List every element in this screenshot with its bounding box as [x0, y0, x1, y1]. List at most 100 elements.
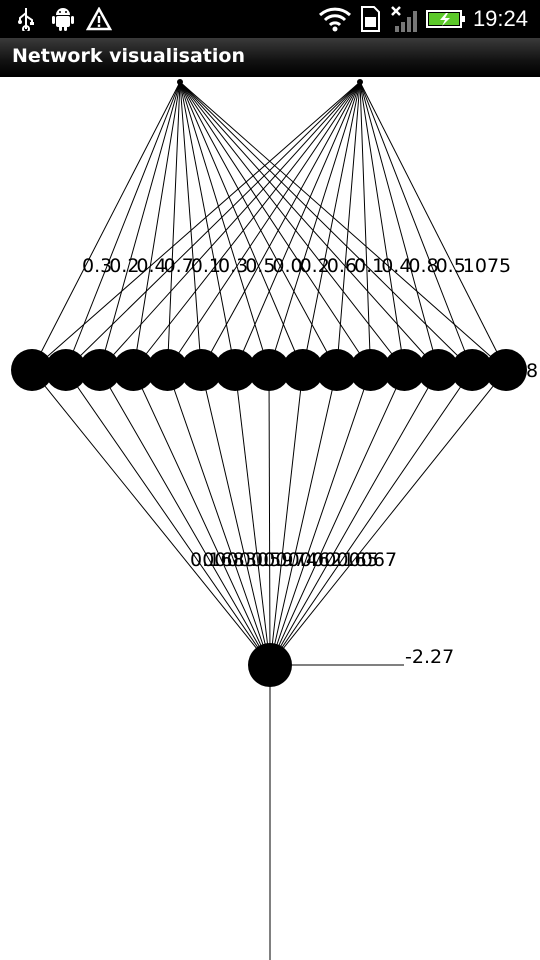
input-hidden-weight-label: 0.4	[381, 255, 411, 277]
android-debug-icon	[50, 6, 76, 32]
hidden-output-weight-label: 0.7	[275, 549, 305, 571]
hidden-output-weight-label: 0.2	[312, 549, 342, 571]
edge-input-1-hidden-11	[179, 81, 371, 371]
edge-hidden-4-output	[133, 369, 271, 666]
input-hidden-weight-label: 0.5	[245, 255, 275, 277]
hidden-node	[417, 349, 460, 391]
hidden-node	[146, 349, 189, 391]
warning-icon	[86, 6, 112, 32]
input-hidden-weight-label: 0.7	[164, 255, 194, 277]
title-bar: Network visualisation	[0, 38, 540, 77]
edge-input-1-hidden-4	[133, 81, 181, 371]
hidden-output-weight-label: 0.1	[190, 549, 220, 571]
hidden-bias-label: 8	[526, 360, 538, 382]
hidden-output-weight-label: 0.6	[202, 549, 232, 571]
edge-input-1-hidden-9	[179, 81, 304, 371]
edge-hidden-13-output	[269, 369, 439, 666]
weight-labels: 0.30.20.40.70.10.30.50.00.20.60.10.40.80…	[82, 255, 538, 668]
edge-input-2-hidden-14	[359, 81, 473, 371]
hidden-node	[248, 349, 290, 391]
hidden-output-weight-label: 0.9	[263, 549, 293, 571]
wifi-icon	[318, 6, 352, 32]
input-hidden-weight-label: 0.2	[300, 255, 330, 277]
input-hidden-edges	[31, 81, 507, 371]
edge-input-1-hidden-1	[31, 81, 181, 371]
hidden-output-weight-label: 0.5	[349, 549, 379, 571]
edge-input-2-hidden-2	[65, 81, 361, 371]
hidden-output-weight-label: 0.6	[300, 549, 330, 571]
input-hidden-weight-label: 0.8	[408, 255, 438, 277]
hidden-node	[112, 349, 155, 391]
edge-hidden-9-output	[269, 369, 304, 666]
app-title: Network visualisation	[12, 45, 245, 67]
network-nodes	[11, 79, 527, 687]
input-hidden-weight-label: 0.1	[354, 255, 384, 277]
edge-input-1-hidden-12	[179, 81, 405, 371]
hidden-node	[281, 349, 324, 391]
input-hidden-weight-label: 0.5	[436, 255, 466, 277]
hidden-output-weight-label: 0.3	[227, 549, 257, 571]
edge-input-2-hidden-15	[359, 81, 507, 371]
edge-input-2-hidden-7	[234, 81, 361, 371]
edge-hidden-14-output	[269, 369, 473, 666]
hidden-node	[214, 349, 257, 391]
edge-input-1-hidden-14	[179, 81, 473, 371]
edge-input-2-hidden-13	[359, 81, 439, 371]
hidden-node	[451, 349, 494, 391]
edge-input-2-hidden-6	[200, 81, 361, 371]
edge-hidden-11-output	[269, 369, 372, 666]
edge-input-2-hidden-10	[336, 81, 361, 371]
edge-input-2-hidden-4	[133, 81, 361, 371]
edge-input-2-hidden-12	[359, 81, 405, 371]
edge-input-2-hidden-3	[99, 81, 361, 371]
edge-hidden-1-output	[31, 369, 271, 666]
hidden-output-weight-label: 067	[361, 549, 397, 571]
hidden-output-weight-label: 0.1	[324, 549, 354, 571]
edge-input-1-hidden-6	[179, 81, 202, 371]
edge-hidden-2-output	[65, 369, 271, 666]
hidden-node	[180, 349, 223, 391]
hidden-node	[315, 349, 358, 391]
edge-input-1-hidden-7	[179, 81, 236, 371]
edge-hidden-12-output	[269, 369, 405, 666]
hidden-output-weight-label: 0.4	[288, 549, 318, 571]
input-hidden-weight-label: 1075	[463, 255, 511, 277]
usb-icon	[14, 6, 38, 32]
edge-hidden-7-output	[234, 369, 271, 666]
edge-input-1-hidden-10	[179, 81, 338, 371]
status-bar: 19:24	[0, 0, 540, 38]
edge-input-2-hidden-9	[302, 81, 361, 371]
input-hidden-weight-label: 0.3	[82, 255, 112, 277]
edge-hidden-10-output	[269, 369, 338, 666]
edge-hidden-3-output	[99, 369, 271, 666]
output-bias-label: -2.27	[405, 646, 454, 668]
edge-hidden-15-output	[269, 369, 507, 666]
hidden-output-edges	[31, 369, 507, 960]
hidden-output-weight-label: 0.6	[336, 549, 366, 571]
edge-input-2-hidden-1	[31, 81, 361, 371]
no-signal-icon	[390, 6, 422, 32]
input-hidden-weight-label: 0.6	[327, 255, 357, 277]
edge-input-2-hidden-11	[359, 81, 372, 371]
input-node	[357, 79, 363, 85]
hidden-node	[349, 349, 392, 391]
sim-icon	[358, 6, 382, 32]
hidden-output-weight-label: 0.8	[214, 549, 244, 571]
hidden-node	[485, 349, 527, 391]
hidden-output-weight-label: 0.0	[239, 549, 269, 571]
hidden-node	[44, 349, 87, 391]
edge-input-1-hidden-5	[166, 81, 181, 371]
input-hidden-weight-label: 0.2	[109, 255, 139, 277]
input-hidden-weight-label: 0.3	[218, 255, 248, 277]
edge-input-2-hidden-8	[268, 81, 361, 371]
hidden-output-weight-label: 0.5	[251, 549, 281, 571]
battery-charging-icon	[426, 6, 466, 32]
edge-input-1-hidden-15	[179, 81, 507, 371]
edge-input-2-hidden-5	[167, 81, 361, 371]
edge-input-1-hidden-3	[99, 81, 181, 371]
input-hidden-weight-label: 0.0	[272, 255, 302, 277]
hidden-node	[11, 349, 53, 391]
hidden-node	[383, 349, 426, 391]
edge-input-1-hidden-13	[179, 81, 439, 371]
